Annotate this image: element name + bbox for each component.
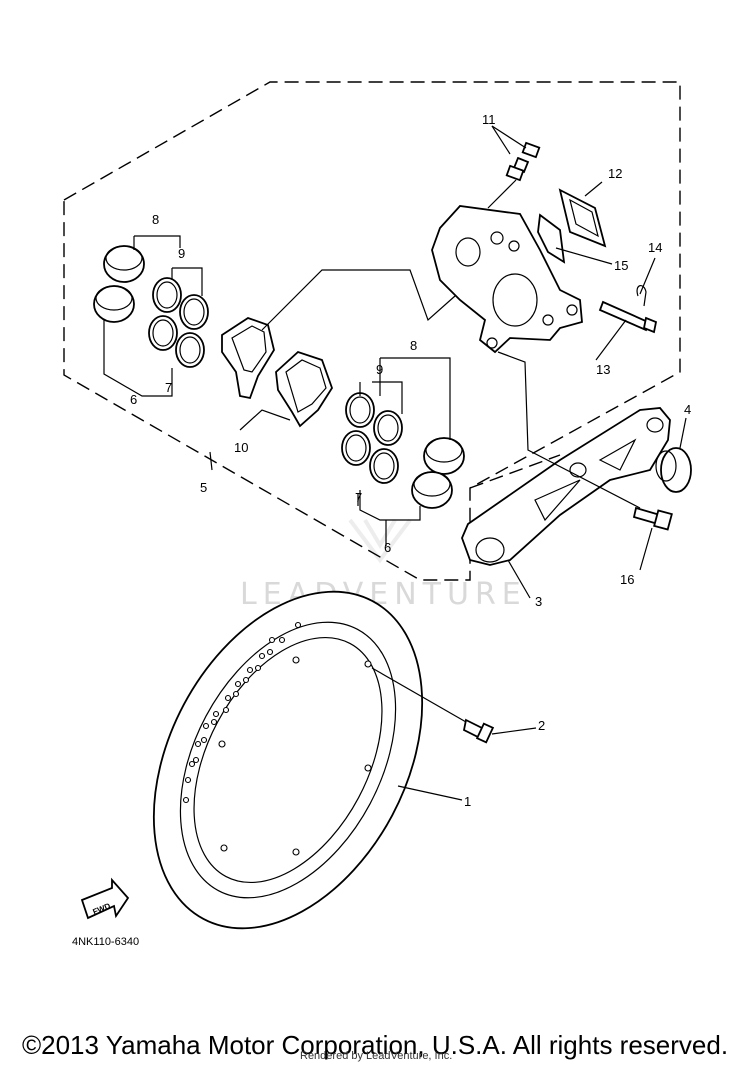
callout-2[interactable]: 2 bbox=[538, 718, 545, 733]
callout-5[interactable]: 5 bbox=[200, 480, 207, 495]
pad-spring bbox=[558, 188, 607, 248]
caliper-body bbox=[431, 205, 583, 354]
callout-1[interactable]: 1 bbox=[464, 794, 471, 809]
callout-9-left[interactable]: 9 bbox=[178, 246, 185, 261]
callout-12[interactable]: 12 bbox=[608, 166, 622, 181]
watermark-logo-icon bbox=[348, 518, 412, 564]
copyright-notice: ©2013 Yamaha Motor Corporation, U.S.A. A… bbox=[21, 1030, 729, 1060]
callout-10[interactable]: 10 bbox=[234, 440, 248, 455]
seals-left bbox=[148, 277, 209, 368]
disc-bolt bbox=[462, 718, 495, 744]
pad-support bbox=[537, 213, 566, 264]
fwd-arrow-icon: FWD bbox=[80, 877, 130, 920]
callout-6-right[interactable]: 6 bbox=[384, 540, 391, 555]
callout-7-left[interactable]: 7 bbox=[165, 380, 172, 395]
collar bbox=[655, 447, 692, 493]
callout-16[interactable]: 16 bbox=[620, 572, 634, 587]
pistons-right bbox=[411, 437, 465, 509]
bracket-bolt bbox=[632, 506, 673, 531]
callout-6-left[interactable]: 6 bbox=[130, 392, 137, 407]
callout-8-right[interactable]: 8 bbox=[410, 338, 417, 353]
caliper-bracket bbox=[461, 407, 671, 566]
callout-8-left[interactable]: 8 bbox=[152, 212, 159, 227]
callout-3[interactable]: 3 bbox=[535, 594, 542, 609]
rendered-by-credit: Rendered by LeadVenture, Inc. bbox=[300, 1050, 453, 1062]
pin-clip bbox=[636, 285, 647, 307]
callout-9-right[interactable]: 9 bbox=[376, 362, 383, 377]
pad-pin bbox=[598, 300, 658, 334]
diagram-part-code: 4NK110-6340 bbox=[72, 936, 139, 948]
seals-right bbox=[341, 392, 403, 484]
brake-pads bbox=[221, 317, 333, 428]
callout-14[interactable]: 14 bbox=[648, 240, 662, 255]
pistons-left bbox=[93, 245, 145, 323]
callout-13[interactable]: 13 bbox=[596, 362, 610, 377]
callout-11[interactable]: 11 bbox=[482, 112, 496, 127]
callout-15[interactable]: 15 bbox=[614, 258, 628, 273]
callout-numbers: 1 2 3 4 5 6 6 7 7 8 8 9 9 10 11 12 13 14… bbox=[130, 112, 691, 809]
brake-disc bbox=[152, 590, 424, 930]
bleed-screws bbox=[505, 141, 541, 182]
callout-7-right[interactable]: 7 bbox=[355, 490, 362, 505]
callout-4[interactable]: 4 bbox=[684, 402, 691, 417]
leader-lines bbox=[103, 125, 687, 801]
bracket-boundary-link bbox=[469, 454, 561, 489]
